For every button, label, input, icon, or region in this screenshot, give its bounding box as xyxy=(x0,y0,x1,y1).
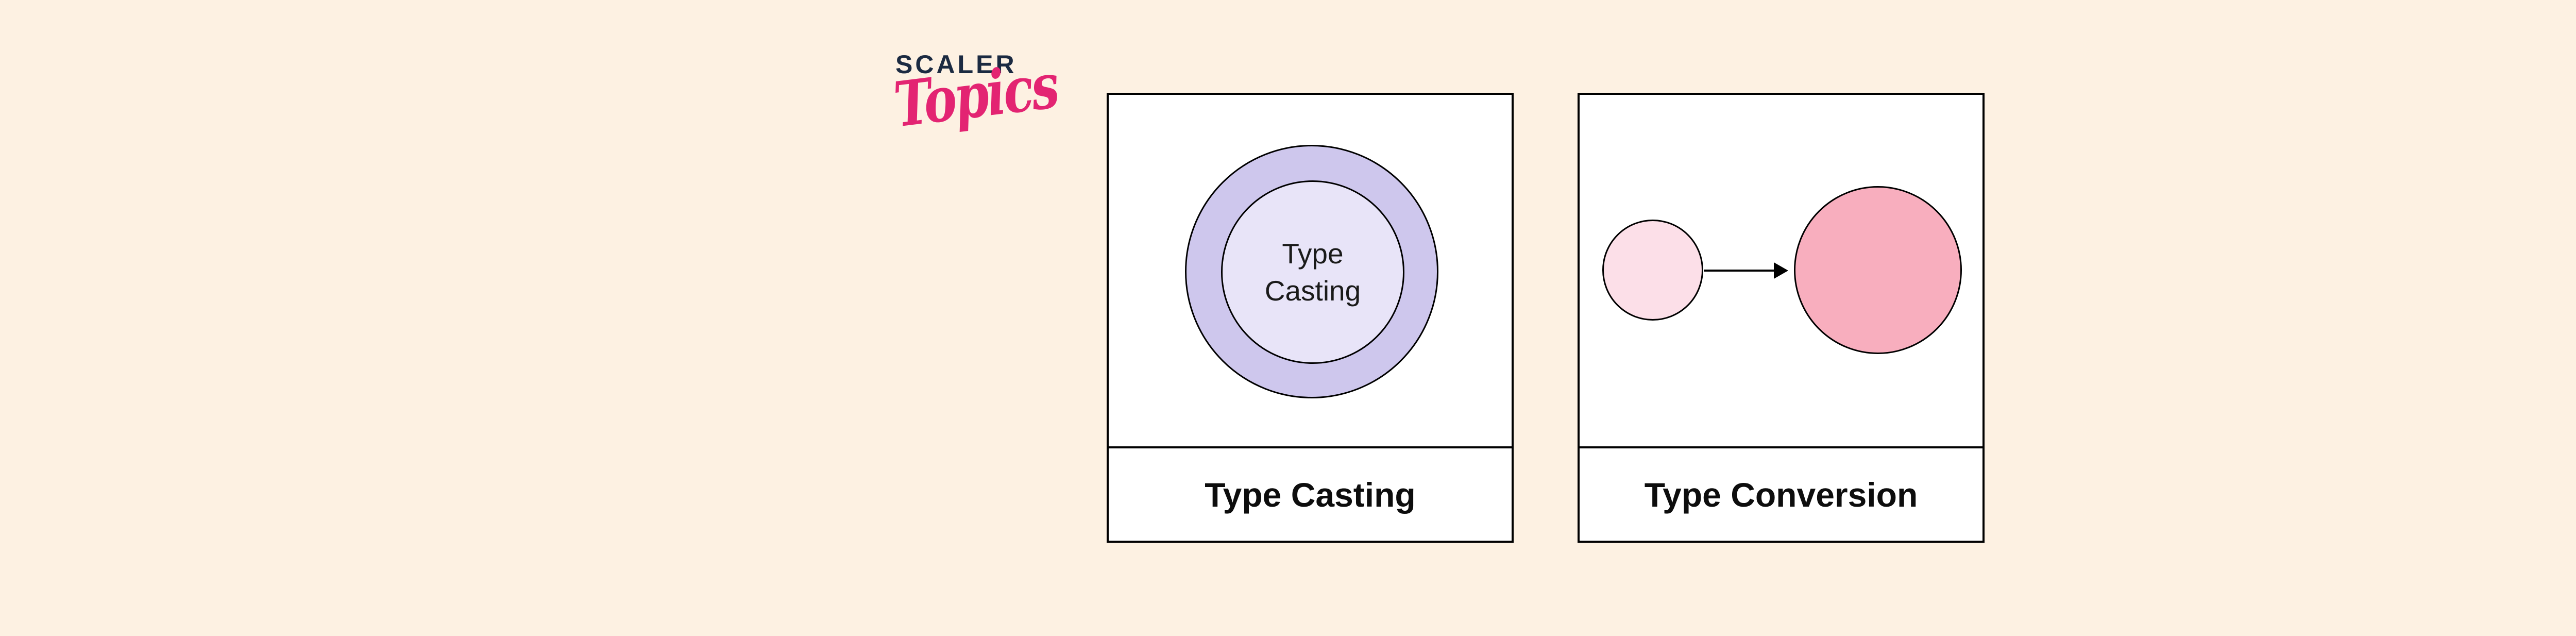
small-circle xyxy=(1602,220,1703,321)
type-conversion-panel: Type Conversion xyxy=(1578,93,1985,543)
right-arrow-icon xyxy=(1704,261,1910,280)
type-conversion-caption-strip: Type Conversion xyxy=(1580,446,1982,541)
type-casting-diagram: Type Casting xyxy=(1109,95,1512,446)
large-circle xyxy=(1794,186,1962,354)
inner-circle: Type Casting xyxy=(1221,180,1404,364)
type-conversion-diagram xyxy=(1580,95,1982,446)
arrow-head xyxy=(1774,262,1788,279)
type-casting-caption-strip: Type Casting xyxy=(1109,446,1512,541)
inner-circle-label: Type Casting xyxy=(1264,238,1361,307)
type-casting-panel: Type Casting Type Casting xyxy=(1107,93,1514,543)
type-conversion-caption: Type Conversion xyxy=(1644,475,1918,514)
logo-brand-text: SCALER xyxy=(895,50,1017,79)
arrow-shaft xyxy=(1704,270,1774,272)
type-casting-caption: Type Casting xyxy=(1205,475,1416,514)
scaler-topics-logo: SCALER Topics xyxy=(871,49,1061,158)
